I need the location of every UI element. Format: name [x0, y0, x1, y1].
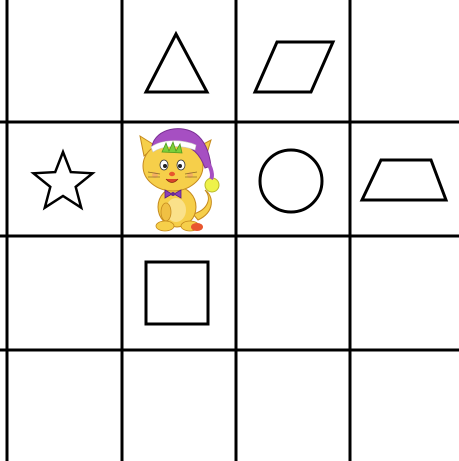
- cat-nose: [169, 172, 175, 176]
- cell-r1-c1[interactable]: [7, 8, 122, 122]
- cat-pupil-left: [163, 164, 167, 168]
- cell-r3-c1[interactable]: [7, 236, 122, 350]
- cell-r2-c1[interactable]: [7, 122, 122, 236]
- cell-r4-c2[interactable]: [122, 350, 236, 461]
- cell-r1-c4[interactable]: [350, 8, 459, 122]
- cell-r4-c3[interactable]: [236, 350, 350, 461]
- cell-r3-c4[interactable]: [350, 236, 459, 350]
- cell-r1-c2[interactable]: [122, 8, 236, 122]
- cell-r3-c3[interactable]: [236, 236, 350, 350]
- cat-arm: [161, 203, 171, 221]
- cell-r2-c4[interactable]: [350, 122, 459, 236]
- cell-r2-c3[interactable]: [236, 122, 350, 236]
- cat-pupil-right: [178, 164, 182, 168]
- cat-bow-knot: [171, 192, 175, 196]
- cat-hat-pompom: [205, 178, 219, 192]
- cat-shoe: [191, 223, 203, 231]
- cell-r4-c4[interactable]: [350, 350, 459, 461]
- cell-r1-c3[interactable]: [236, 8, 350, 122]
- cell-r3-c2[interactable]: [122, 236, 236, 350]
- cell-r4-c1[interactable]: [7, 350, 122, 461]
- cat-foot-left: [156, 221, 174, 231]
